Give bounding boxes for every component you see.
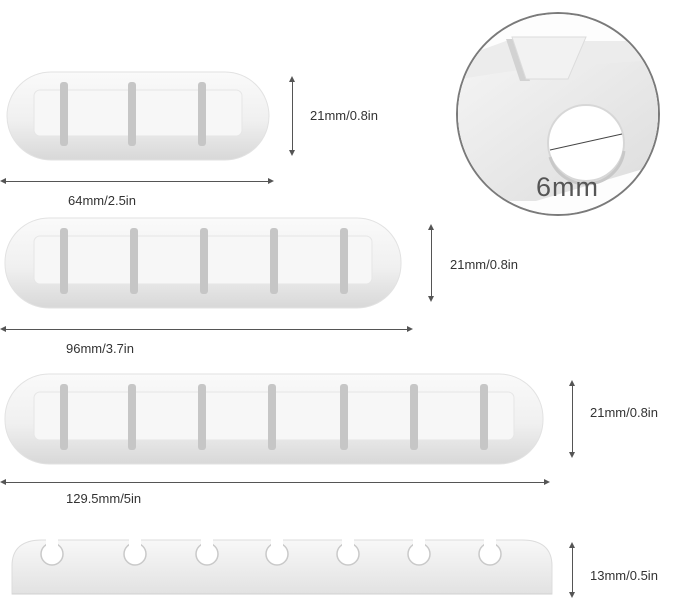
clip-slots [60, 384, 488, 450]
length-dimension-line [4, 181, 269, 182]
height-dimension-line [431, 228, 432, 298]
height-label: 21mm/0.8in [310, 108, 378, 123]
slot-detail-zoom [456, 12, 660, 216]
height-dimension-line [572, 384, 573, 454]
height-label: 13mm/0.5in [590, 568, 658, 583]
slot-diameter-label: 6mm [536, 172, 599, 202]
length-label: 64mm/2.5in [68, 193, 136, 208]
height-label: 21mm/0.8in [450, 257, 518, 272]
clip-slots [60, 82, 206, 146]
height-dimension-line [572, 546, 573, 594]
length-label: 96mm/3.7in [66, 341, 134, 356]
cable-clip-3-slot [6, 71, 270, 161]
length-dimension-line [4, 482, 545, 483]
length-dimension-line [4, 329, 408, 330]
cable-clip-side-view [11, 536, 553, 595]
height-label: 21mm/0.8in [590, 405, 658, 420]
length-label: 129.5mm/5in [66, 491, 142, 506]
cable-clip-7-slot [4, 373, 544, 465]
height-dimension-line [292, 80, 293, 152]
clip-slots [60, 228, 348, 294]
cable-clip-5-slot [4, 217, 402, 309]
